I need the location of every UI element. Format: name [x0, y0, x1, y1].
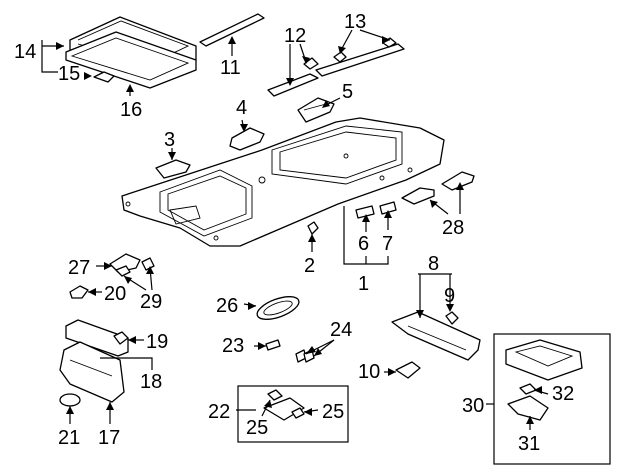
cover-10 [395, 361, 421, 379]
retainer-9 [445, 311, 459, 325]
callout-23: 23 [222, 335, 244, 357]
bracket-4 [229, 127, 265, 151]
callout-7: 7 [382, 233, 393, 255]
callout-8: 8 [428, 253, 439, 275]
rear-trim-panel [391, 311, 481, 361]
callout-10: 10 [358, 361, 380, 383]
callout-19: 19 [146, 331, 168, 353]
callout-2: 2 [304, 255, 315, 277]
grip-cover-29a [115, 265, 131, 277]
callout-26: 26 [216, 295, 238, 317]
callout-24: 24 [330, 319, 352, 341]
bracket-5 [297, 97, 335, 123]
callout-17: 17 [98, 427, 120, 449]
sun-visor-clip [113, 331, 129, 345]
callout-16: 16 [120, 99, 142, 121]
callout-14: 14 [14, 41, 36, 63]
callout-11: 11 [220, 57, 241, 79]
grab-handle-front [401, 187, 435, 205]
callout-25b: 25 [322, 401, 344, 423]
group-box-22 [237, 385, 349, 443]
callout-13: 13 [344, 11, 366, 33]
lamp-bulb-25a [267, 389, 283, 401]
sunroof-glass-assembly [65, 16, 197, 89]
molding-clip-13a [333, 51, 347, 63]
grip-cover-29b [141, 257, 155, 271]
lamp-7 [379, 201, 397, 215]
roof-molding-rear [315, 43, 405, 77]
molding-clip-12 [303, 57, 319, 70]
callout-3: 3 [164, 129, 175, 151]
callout-18: 18 [140, 371, 162, 393]
callout-labels: 1 2 3 4 5 6 7 8 9 10 11 12 13 14 15 16 1… [14, 11, 574, 455]
arrowheads [56, 36, 542, 424]
callout-5: 5 [342, 81, 353, 103]
clip-20 [69, 285, 89, 299]
callout-32: 32 [552, 383, 574, 405]
cover-26 [256, 296, 300, 320]
grab-handle-rear [441, 171, 475, 191]
map-lamp-30 [505, 339, 583, 381]
callout-30: 30 [462, 395, 484, 417]
lamp-bulb-25b [291, 407, 305, 419]
callout-4: 4 [236, 97, 247, 119]
sunroof-clip [93, 71, 115, 83]
callout-28: 28 [442, 217, 464, 239]
sun-visor-holder [65, 319, 129, 357]
bracket-3 [155, 159, 191, 179]
sun-visor [59, 341, 125, 403]
roof-headliner [121, 117, 445, 247]
callout-22: 22 [208, 401, 230, 423]
visor-clip [59, 393, 81, 407]
callout-27: 27 [68, 257, 90, 279]
callout-29: 29 [140, 291, 162, 313]
lamp-lens-31 [507, 395, 549, 421]
callout-31: 31 [518, 433, 540, 455]
callout-1: 1 [358, 273, 369, 295]
callout-15: 15 [58, 63, 80, 85]
headliner-clip [307, 221, 319, 235]
lamp-6 [355, 205, 375, 219]
callout-25a: 25 [246, 417, 268, 439]
callout-21: 21 [58, 427, 80, 449]
lamp-bulb-32 [519, 383, 537, 395]
callout-20: 20 [104, 283, 126, 305]
lamp-lens-22 [263, 397, 305, 421]
group-box-30 [493, 333, 611, 465]
clip-23 [265, 339, 281, 351]
roof-molding-front [267, 73, 319, 97]
callout-9: 9 [444, 285, 455, 307]
roof-trim-strip [199, 13, 265, 47]
callout-12: 12 [284, 25, 306, 47]
callout-6: 6 [358, 233, 369, 255]
